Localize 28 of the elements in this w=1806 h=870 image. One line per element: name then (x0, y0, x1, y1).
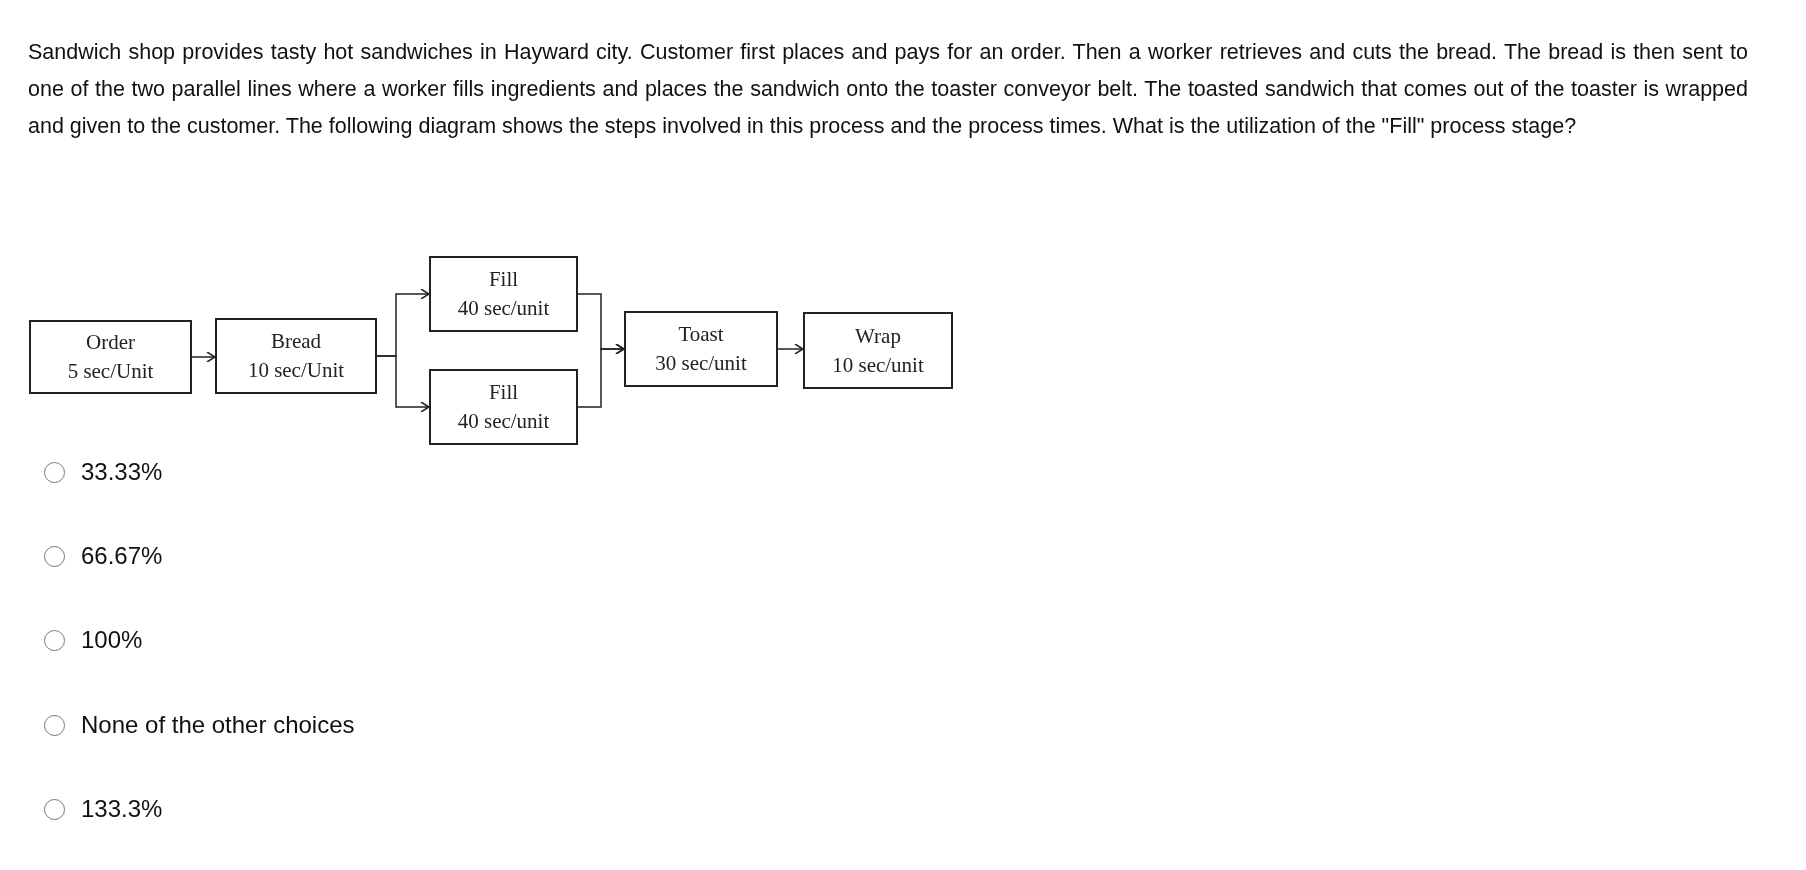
process-box (429, 369, 578, 445)
step-name: Fill (488, 266, 519, 293)
process-time: 10 sec/Unit (247, 357, 345, 384)
answer-option: None of the other choices (81, 711, 355, 739)
process-time: 10 sec/unit (832, 351, 924, 379)
process-box (803, 312, 953, 389)
step-name: Wrap (855, 322, 901, 350)
process-box (29, 320, 192, 394)
question-text: Sandwich shop provides tasty hot sandwiches in Hayward city. Customer first places and pays for an order. Then a worker retrieves and cuts the bread. The bread is then sent to one of the two parallel lines where a worker fills ingredients and places the sandwich onto the toaster conveyor belt. The toasted sandwich that comes out of the toaster is wrapped and given to the customer. The following diagram shows the steps involved in this process and the process times. What is the utilization of the "Fill" process stage? (28, 39, 1748, 140)
arrow (376, 355, 430, 413)
step-name: Fill (488, 379, 519, 406)
arrow (191, 351, 216, 363)
process-box (624, 311, 778, 387)
arrow (777, 343, 804, 355)
process-time: 30 sec/unit (655, 350, 747, 377)
step-name: Bread (270, 328, 322, 355)
answer-option: 100% (81, 626, 143, 654)
process-box (215, 318, 377, 394)
process-box (429, 256, 578, 332)
step-name: Toast (678, 321, 724, 348)
answer-option: 133.3% (81, 795, 163, 823)
process-time: 40 sec/unit (457, 295, 550, 322)
answer-option: 33.33% (81, 458, 163, 486)
process-time: 5 sec/Unit (67, 358, 154, 385)
step-name: Order (86, 329, 135, 356)
process-time: 40 sec/unit (457, 408, 550, 435)
answer-option: 66.67% (81, 542, 163, 570)
arrow (577, 343, 625, 408)
